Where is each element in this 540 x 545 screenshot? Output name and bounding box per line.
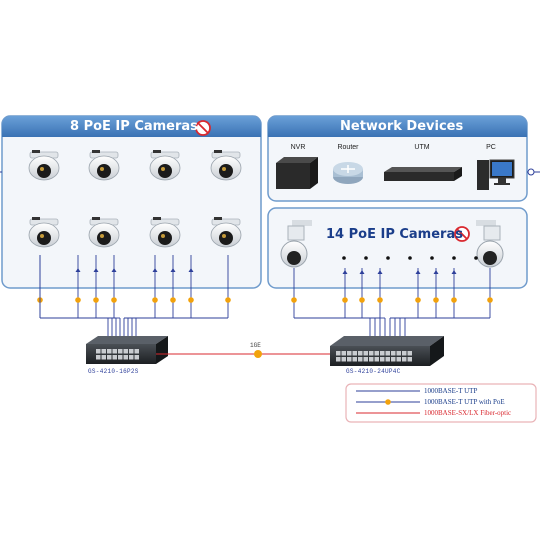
dome-camera-icon: [149, 150, 181, 181]
utm-icon: [384, 167, 462, 181]
poe-dot: [170, 297, 176, 303]
dome-camera-icon: [88, 150, 120, 181]
no-power-icon: [195, 120, 211, 136]
poe-dot: [93, 297, 99, 303]
ptz-panel-title: 14 PoE IP Cameras: [326, 227, 463, 242]
switch-right: [330, 336, 444, 366]
dome-camera-icon: [28, 217, 60, 248]
dome-camera-icon: [149, 217, 181, 248]
ellipsis-dot: [430, 256, 434, 260]
ptz-ellipsis-dots: [342, 256, 478, 260]
cabling: [37, 255, 493, 338]
dome-camera-icon: [210, 217, 242, 248]
poe-dot: [415, 297, 421, 303]
legend: [345, 383, 537, 423]
ellipsis-dot: [342, 256, 346, 260]
poe-dot: [433, 297, 439, 303]
poe-dot: [487, 297, 493, 303]
dome-camera-icon: [88, 217, 120, 248]
legend-poe-label: 1000BASE-T UTP with PoE: [424, 398, 505, 406]
router-icon: [333, 162, 363, 184]
dome-camera-icon: [210, 150, 242, 181]
switch-left: [86, 336, 168, 364]
network-devices-panel: [267, 115, 528, 202]
network-panel-title: Network Devices: [340, 119, 464, 134]
uplink-port-dot: [254, 350, 262, 358]
device-label-nvr: NVR: [290, 144, 306, 151]
poe-dot: [451, 297, 457, 303]
poe-dot: [359, 297, 365, 303]
legend-utp-label: 1000BASE-T UTP: [424, 387, 478, 395]
poe-dot: [377, 297, 383, 303]
switch-left-model: GS-4210-16P2S: [88, 368, 139, 375]
ellipsis-dot: [386, 256, 390, 260]
nvr-icon: [276, 157, 318, 189]
dome-cameras: [28, 150, 242, 248]
poe-dot: [188, 297, 194, 303]
poe-dot: [291, 297, 297, 303]
device-label-router: Router: [337, 144, 359, 151]
uplink-speed-label: 1GE: [250, 342, 261, 349]
cameras-panel: [1, 115, 262, 289]
ellipsis-dot: [364, 256, 368, 260]
ptz-camera-left: [280, 220, 312, 268]
ptz-camera-right: [476, 220, 504, 268]
poe-dot: [111, 297, 117, 303]
no-power-icon: [454, 226, 470, 242]
ellipsis-dot: [408, 256, 412, 260]
cameras-panel-title: 8 PoE IP Cameras: [70, 119, 198, 134]
dome-camera-icon: [28, 150, 60, 181]
poe-dot: [225, 297, 231, 303]
device-label-utm: UTM: [414, 144, 430, 151]
poe-dot: [152, 297, 158, 303]
pc-icon: [477, 159, 515, 190]
legend-fiber-label: 1000BASE-SX/LX Fiber-optic: [424, 409, 512, 417]
switch-right-model: GS-4210-24UP4C: [346, 368, 401, 375]
poe-dot: [75, 297, 81, 303]
device-label-pc: PC: [486, 144, 496, 151]
ellipsis-dot: [452, 256, 456, 260]
ellipsis-dot: [474, 256, 478, 260]
poe-dot: [342, 297, 348, 303]
